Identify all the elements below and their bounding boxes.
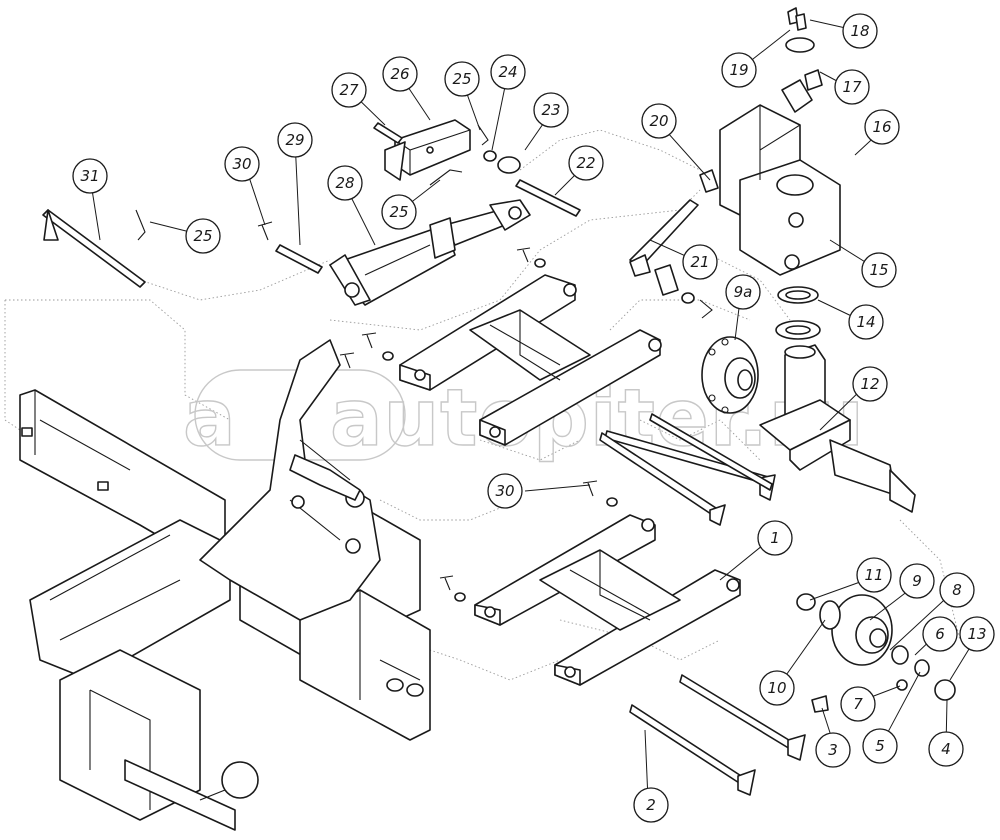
callout-30-mid: 30 <box>487 473 523 509</box>
svg-text:19: 19 <box>729 61 748 79</box>
svg-text:27: 27 <box>339 81 359 99</box>
svg-text:20: 20 <box>649 112 668 130</box>
washers-14-17 <box>775 7 821 340</box>
watermark-logo-letter: a <box>183 374 237 464</box>
svg-text:10: 10 <box>767 679 786 697</box>
svg-text:13: 13 <box>967 625 986 643</box>
hub-9 <box>796 593 956 713</box>
callout-7: 7 <box>840 686 876 722</box>
svg-text:23: 23 <box>541 101 560 119</box>
callout-2: 2 <box>633 787 669 823</box>
svg-text:18: 18 <box>850 22 869 40</box>
svg-text:16: 16 <box>872 118 891 136</box>
callout-11: 11 <box>856 557 892 593</box>
svg-text:2: 2 <box>646 796 656 814</box>
callout-12: 12 <box>852 366 888 402</box>
svg-text:3: 3 <box>828 741 838 759</box>
callout-30-top: 30 <box>224 146 260 182</box>
svg-text:26: 26 <box>390 65 409 83</box>
svg-text:25: 25 <box>389 203 408 221</box>
callout-29: 29 <box>277 122 313 158</box>
callout-5: 5 <box>862 728 898 764</box>
knuckle-bracket-15 <box>719 69 841 276</box>
svg-text:7: 7 <box>853 695 863 713</box>
svg-text:30: 30 <box>232 155 251 173</box>
callout-9: 9 <box>899 563 935 599</box>
callout-28: 28 <box>327 165 363 201</box>
svg-text:6: 6 <box>935 625 945 643</box>
callout-8: 8 <box>939 572 975 608</box>
callout-10: 10 <box>759 670 795 706</box>
main-frame <box>19 339 431 831</box>
svg-text:28: 28 <box>335 174 354 192</box>
svg-text:14: 14 <box>856 313 875 331</box>
svg-text:31: 31 <box>80 167 99 185</box>
svg-text:12: 12 <box>860 375 879 393</box>
callout-13: 13 <box>959 616 995 652</box>
svg-text:30: 30 <box>495 482 514 500</box>
small-parts <box>135 122 719 602</box>
callout-24: 24 <box>490 54 526 90</box>
svg-text:5: 5 <box>875 737 885 755</box>
svg-text:24: 24 <box>498 63 517 81</box>
callout-23: 23 <box>533 92 569 128</box>
callouts: 1 2 3 4 5 6 7 8 9 9a 10 11 12 13 14 15 1… <box>72 13 995 823</box>
svg-text:4: 4 <box>941 740 951 758</box>
callout-21: 21 <box>682 244 718 280</box>
callout-14: 14 <box>848 304 884 340</box>
svg-text:25: 25 <box>193 227 212 245</box>
callout-31: 31 <box>72 158 108 194</box>
callout-15: 15 <box>861 252 897 288</box>
callout-6: 6 <box>922 616 958 652</box>
callout-1: 1 <box>757 520 793 556</box>
callout-25-mid: 25 <box>381 194 417 230</box>
watermark-logo-ring <box>194 369 406 461</box>
callout-26: 26 <box>382 56 418 92</box>
svg-text:9a: 9a <box>734 283 753 301</box>
callout-9a: 9a <box>725 274 761 310</box>
axle-rods <box>599 413 806 796</box>
svg-text:15: 15 <box>869 261 888 279</box>
svg-text:17: 17 <box>842 78 862 96</box>
hub-9a <box>701 336 759 414</box>
bracket-26 <box>384 119 471 181</box>
callout-3: 3 <box>815 732 851 768</box>
lower-swing-arm <box>474 514 741 686</box>
svg-text:8: 8 <box>952 581 962 599</box>
svg-text:9: 9 <box>912 572 922 590</box>
callout-25-top: 25 <box>444 61 480 97</box>
hydraulic-cylinder-28 <box>329 199 531 306</box>
upper-swing-arm <box>399 274 662 446</box>
svg-text:11: 11 <box>864 566 883 584</box>
callout-25-left: 25 <box>185 218 221 254</box>
spindle-12 <box>759 344 916 513</box>
callout-17: 17 <box>834 69 870 105</box>
svg-text:29: 29 <box>285 131 304 149</box>
callout-16: 16 <box>864 109 900 145</box>
svg-text:22: 22 <box>576 154 595 172</box>
callout-22: 22 <box>568 145 604 181</box>
callout-18: 18 <box>842 13 878 49</box>
pin-31 <box>42 209 146 288</box>
svg-text:21: 21 <box>690 253 709 271</box>
callout-19: 19 <box>721 52 757 88</box>
callout-4: 4 <box>928 731 964 767</box>
callout-20: 20 <box>641 103 677 139</box>
callout-27: 27 <box>331 72 367 108</box>
svg-text:1: 1 <box>770 529 780 547</box>
svg-text:25: 25 <box>452 70 471 88</box>
